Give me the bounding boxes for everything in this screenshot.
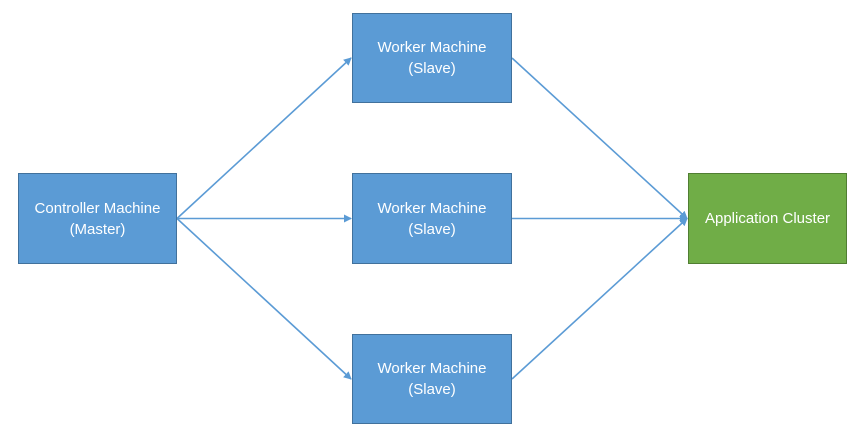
controller-machine-role: (Master) — [69, 220, 126, 238]
edge-worker-3-to-cluster — [511, 217, 688, 380]
worker-machine-node-1: Worker Machine (Slave) — [352, 13, 512, 103]
worker-machine-role-3: (Slave) — [408, 381, 456, 398]
controller-machine-node: Controller Machine (Master) — [18, 173, 177, 264]
application-cluster-node: Application Cluster — [688, 173, 847, 264]
controller-machine-title: Controller Machine — [34, 199, 161, 217]
worker-machine-label-2: Worker Machine (Slave) — [378, 198, 487, 240]
worker-machine-node-2: Worker Machine (Slave) — [352, 173, 512, 264]
worker-machine-role-1: (Slave) — [408, 60, 456, 77]
edge-worker-1-to-cluster — [511, 57, 688, 220]
worker-machine-label-3: Worker Machine (Slave) — [378, 358, 487, 400]
edge-controller-to-worker-1 — [176, 57, 352, 220]
application-cluster-label: Application Cluster — [705, 208, 830, 229]
worker-machine-label-1: Worker Machine (Slave) — [378, 37, 487, 79]
worker-machine-title-3: Worker Machine — [377, 360, 487, 377]
edge-controller-to-worker-3 — [176, 217, 352, 380]
edges-layer — [176, 57, 688, 380]
worker-machine-title-2: Worker Machine — [377, 199, 487, 217]
worker-machine-node-3: Worker Machine (Slave) — [352, 334, 512, 424]
worker-machine-title-1: Worker Machine — [377, 39, 487, 56]
application-cluster-title: Application Cluster — [704, 210, 831, 227]
worker-machine-role-2: (Slave) — [408, 220, 456, 238]
controller-machine-label: Controller Machine (Master) — [35, 198, 161, 240]
